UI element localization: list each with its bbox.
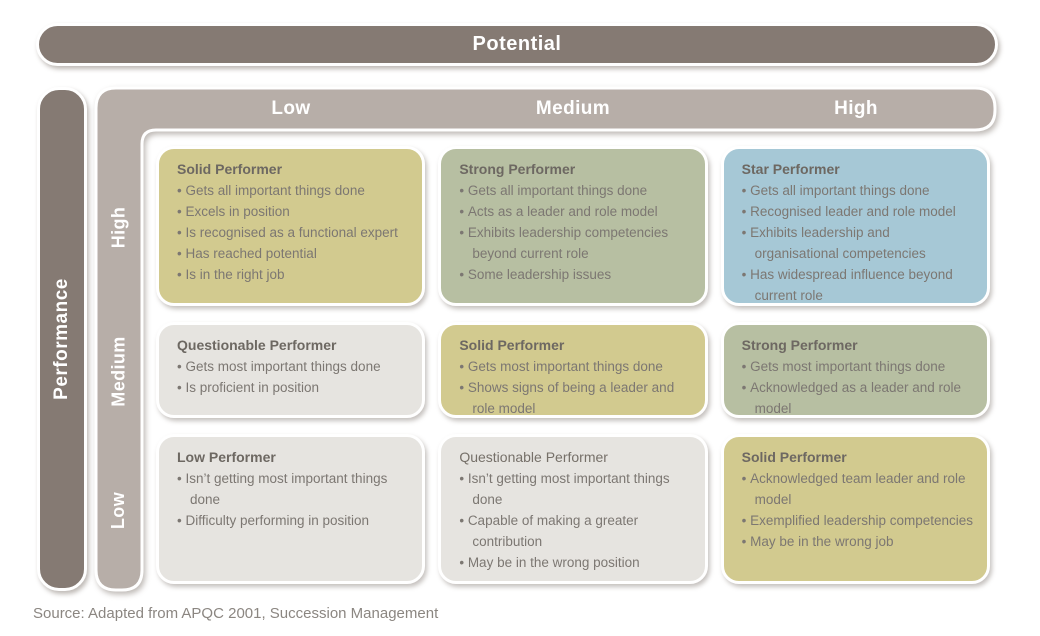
bullet-item: Gets all important things done (177, 180, 408, 201)
cell-title: Star Performer (741, 161, 840, 177)
row-header-low-label: Low (108, 491, 129, 529)
bullet-item: Gets most important things done (459, 356, 690, 377)
cell-title: Low Performer (177, 449, 276, 465)
cell-title: Questionable Performer (459, 449, 608, 465)
header-band-path (94, 86, 997, 592)
bullet-item: Recognised leader and role model (742, 201, 973, 222)
cell-bullet-list: Gets all important things doneExcels in … (177, 180, 408, 285)
cell-title: Strong Performer (741, 337, 858, 353)
bullet-item: Gets most important things done (177, 356, 408, 377)
row-header-high-label: High (108, 206, 129, 248)
column-header-medium: Medium (535, 98, 611, 119)
cell-perf-medium-pot-low: Questionable Performer Gets most importa… (156, 322, 426, 418)
bullet-item: Acts as a leader and role model (459, 201, 690, 222)
row-header-low: Low (96, 435, 142, 585)
bullet-item: Is proficient in position (177, 377, 408, 398)
column-header-low: Low (271, 98, 311, 119)
bullet-item: Acknowledged as a leader and role model (742, 377, 973, 415)
bullet-item: Is in the right job (177, 264, 408, 285)
cell-perf-low-pot-high: Solid Performer Acknowledged team leader… (720, 434, 990, 584)
cell-title: Questionable Performer (177, 337, 337, 353)
bullet-item: Isn’t getting most important things done (459, 468, 690, 510)
bullet-item: Exemplified leadership competencies (742, 510, 973, 531)
cell-title: Solid Performer (459, 337, 565, 353)
bullet-item: Is recognised as a functional expert (177, 222, 408, 243)
potential-axis-bar: Potential (36, 23, 998, 66)
cell-bullet-list: Gets most important things doneIs profic… (177, 356, 408, 398)
row-header-medium-label: Medium (108, 335, 129, 407)
cell-perf-high-pot-high: Star Performer Gets all important things… (720, 146, 990, 306)
bullet-item: Gets all important things done (742, 180, 973, 201)
row-header-high: High (96, 147, 142, 307)
cell-title: Strong Performer (459, 161, 576, 177)
bullet-item: Gets all important things done (459, 180, 690, 201)
cell-bullet-list: Gets most important things doneAcknowled… (742, 356, 973, 415)
column-header-high: High (834, 98, 878, 119)
bullet-item: Exhibits leadership competencies beyond … (459, 222, 690, 264)
bullet-item: Gets most important things done (742, 356, 973, 377)
bullet-item: Has widespread influence beyond current … (742, 264, 973, 303)
cell-perf-high-pot-low: Solid Performer Gets all important thing… (156, 146, 426, 306)
row-header-medium: Medium (96, 323, 142, 419)
bullet-item: Excels in position (177, 201, 408, 222)
cell-bullet-list: Gets all important things doneRecognised… (742, 180, 973, 303)
performance-axis-bar: Performance (37, 87, 87, 591)
cell-perf-low-pot-low: Low Performer Isn’t getting most importa… (156, 434, 426, 584)
cell-perf-high-pot-medium: Strong Performer Gets all important thin… (438, 146, 708, 306)
cell-perf-low-pot-medium: Questionable Performer Isn’t getting mos… (438, 434, 708, 584)
cell-bullet-list: Isn’t getting most important things done… (459, 468, 690, 573)
cell-perf-medium-pot-high: Strong Performer Gets most important thi… (720, 322, 990, 418)
cell-title: Solid Performer (741, 449, 847, 465)
matrix-grid: Solid Performer Gets all important thing… (156, 146, 990, 584)
cell-bullet-list: Acknowledged team leader and role modelE… (742, 468, 973, 552)
cell-bullet-list: Isn’t getting most important things done… (177, 468, 408, 531)
cell-bullet-list: Gets most important things doneShows sig… (459, 356, 690, 415)
bullet-item: Has reached potential (177, 243, 408, 264)
bullet-item: May be in the wrong job (742, 531, 973, 552)
source-caption: Source: Adapted from APQC 2001, Successi… (33, 605, 439, 622)
bullet-item: Shows signs of being a leader and role m… (459, 377, 690, 415)
cell-perf-medium-pot-medium: Solid Performer Gets most important thin… (438, 322, 708, 418)
bullet-item: Some leadership issues (459, 264, 690, 285)
cell-bullet-list: Gets all important things doneActs as a … (459, 180, 690, 285)
bullet-item: May be in the wrong position (459, 552, 690, 573)
bullet-item: Difficulty performing in position (177, 510, 408, 531)
potential-axis-label: Potential (472, 33, 562, 55)
cell-title: Solid Performer (177, 161, 283, 177)
bullet-item: Acknowledged team leader and role model (742, 468, 973, 510)
bullet-item: Exhibits leadership and organisational c… (742, 222, 973, 264)
bullet-item: Capable of making a greater contribution (459, 510, 690, 552)
bullet-item: Isn’t getting most important things done (177, 468, 408, 510)
